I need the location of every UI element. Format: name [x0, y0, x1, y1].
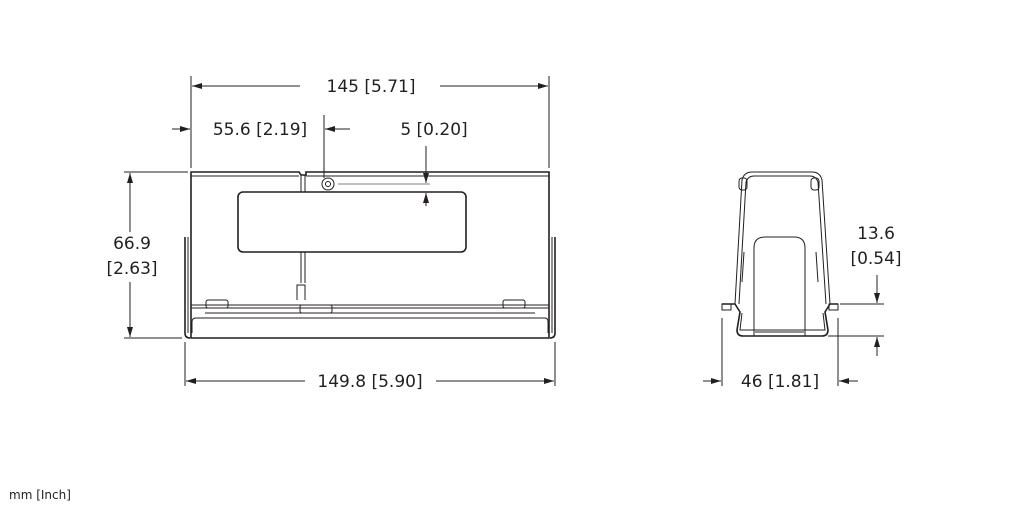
units-note: mm [Inch] — [9, 488, 71, 502]
dimension-flange-height-value: 13.6 — [857, 224, 895, 244]
dimension-offset-width: 55.6 [2.19] — [213, 120, 307, 140]
dimension-overall-width-bottom: 149.8 [5.90] — [317, 372, 422, 392]
dimension-height-value: 66.9 — [113, 234, 151, 254]
dimension-label-offset: 5 [0.20] — [400, 120, 467, 140]
front-view: 145 [5.71] 55.6 [2.19] 5 [0.20] — [106, 76, 556, 392]
label-window — [237, 191, 467, 253]
side-view: 13.6 [0.54] 46 [1.81] — [703, 171, 902, 392]
dimension-flange-height-inch: [0.54] — [850, 249, 901, 269]
dimension-height-inch: [2.63] — [106, 259, 157, 279]
dimension-overall-width-top: 145 [5.71] — [327, 77, 416, 97]
dimension-depth: 46 [1.81] — [741, 372, 819, 392]
